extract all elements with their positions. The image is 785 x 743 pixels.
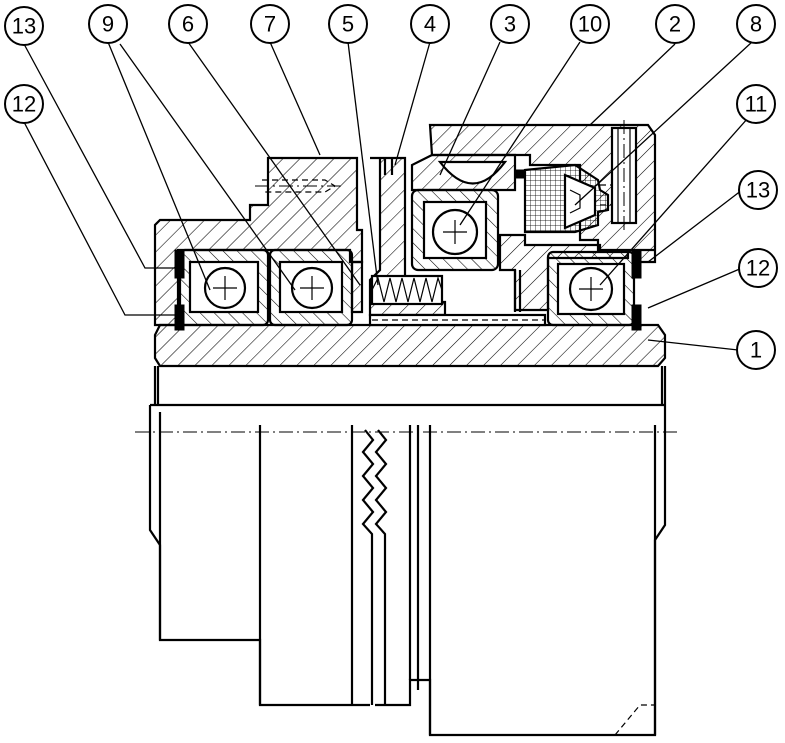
- callout-10: 10: [570, 4, 610, 44]
- callout-8: 8: [736, 4, 776, 44]
- callout-12-left: 12: [4, 84, 44, 124]
- plate-part-6: [350, 260, 364, 314]
- hub-sleeve-part-1: [153, 323, 667, 405]
- callout-2: 2: [655, 4, 695, 44]
- callout-7: 7: [250, 4, 290, 44]
- callout-5: 5: [328, 4, 368, 44]
- callout-label: 5: [342, 12, 354, 37]
- leader-lines: [23, 41, 753, 351]
- callout-label: 10: [578, 12, 602, 37]
- callout-label: 8: [750, 12, 762, 37]
- housing-part-7: [153, 156, 364, 327]
- callout-label: 9: [102, 12, 114, 37]
- callout-label: 2: [669, 12, 681, 37]
- callout-13-top-left: 13: [4, 6, 44, 46]
- callout-12-right: 12: [738, 248, 778, 288]
- callout-label: 3: [504, 12, 516, 37]
- bearing-part-11: [546, 250, 636, 327]
- callout-label: 4: [424, 12, 436, 37]
- callout-6: 6: [168, 4, 208, 44]
- callout-13-right: 13: [738, 170, 778, 210]
- callout-label: 6: [182, 12, 194, 37]
- callout-4: 4: [410, 4, 450, 44]
- callout-label: 7: [264, 12, 276, 37]
- shaft-keyway: [368, 270, 547, 327]
- callout-3: 3: [490, 4, 530, 44]
- callout-label: 1: [750, 338, 762, 363]
- outer-housing-part-2: [428, 120, 657, 312]
- callout-1: 1: [736, 330, 776, 370]
- callout-11: 11: [736, 84, 776, 124]
- callout-label: 13: [12, 14, 36, 39]
- callout-label: 12: [12, 92, 36, 117]
- bearing-pair-part-9: [178, 248, 354, 327]
- insert-block: [523, 163, 610, 234]
- callout-label: 13: [746, 178, 770, 203]
- callout-9: 9: [88, 4, 128, 44]
- callout-label: 11: [745, 92, 768, 117]
- lower-exterior-view: [135, 403, 680, 737]
- callout-label: 12: [746, 256, 770, 281]
- spring-part-5: [370, 274, 444, 306]
